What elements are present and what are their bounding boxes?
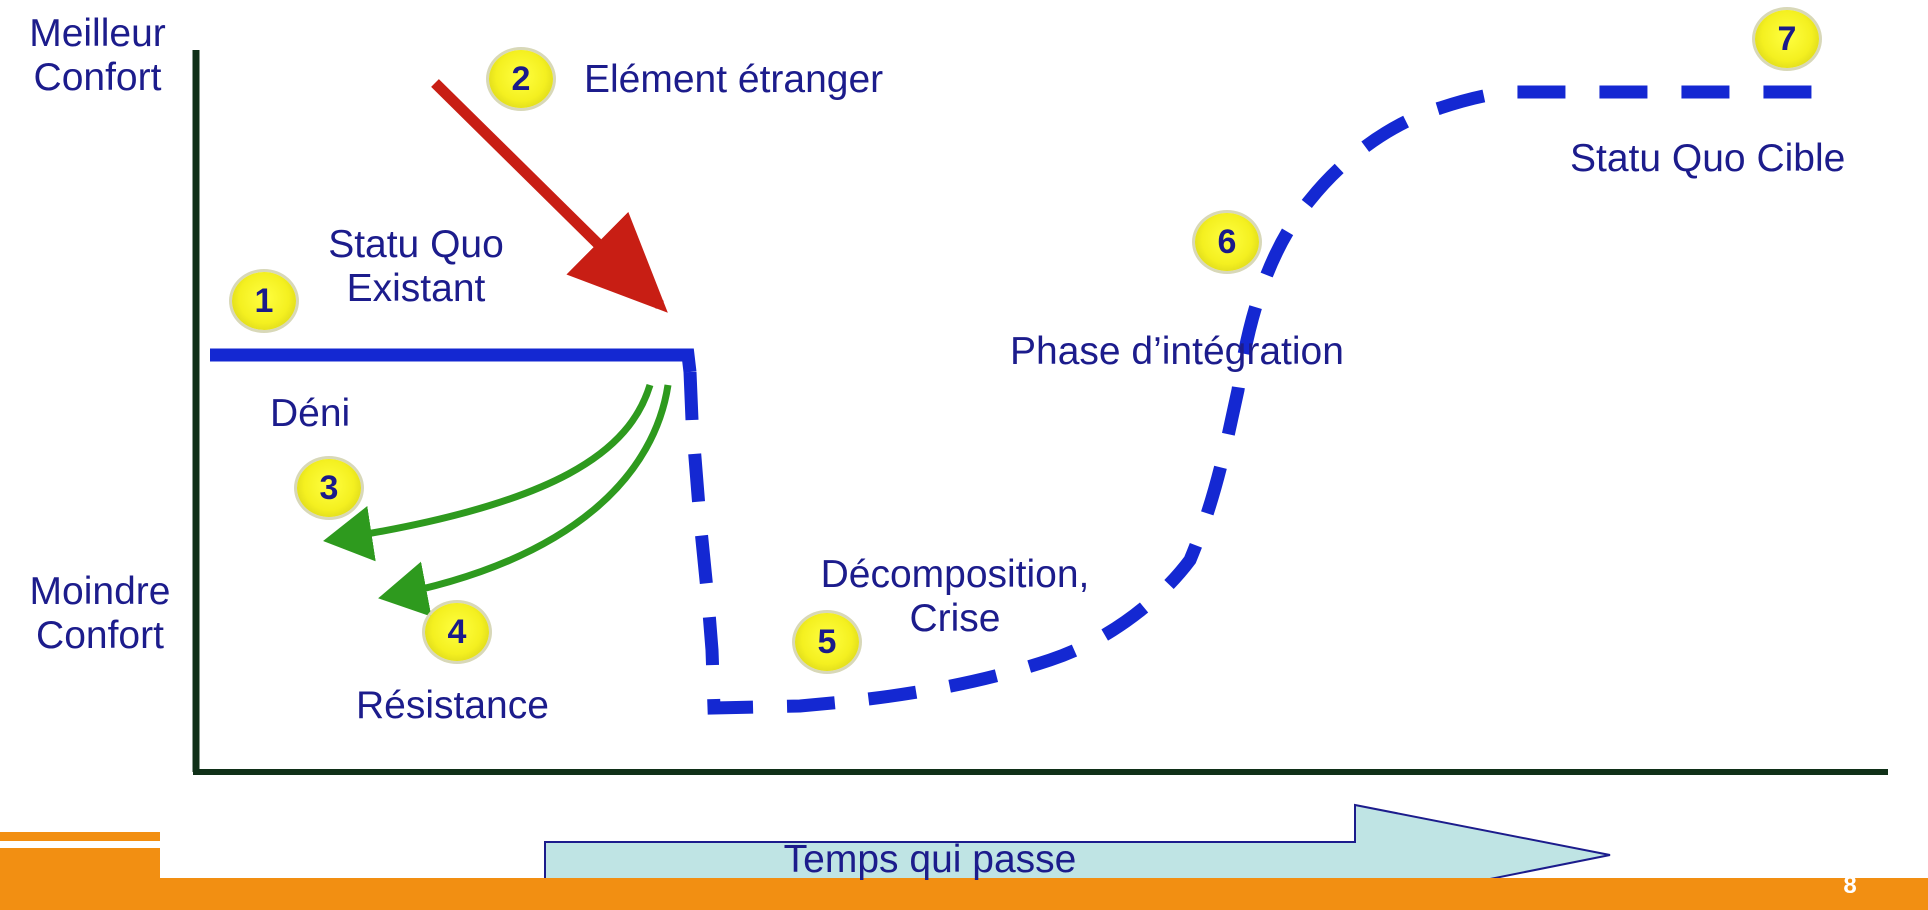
stage-2-label: Elément étranger [584,58,884,101]
foreign-element-arrow [431,79,668,313]
stage-6-label: Phase d’intégration [1010,330,1344,373]
stage-7-badge: 7 [1755,10,1819,68]
stage-6-badge: 6 [1195,213,1259,271]
stage-2-badge: 2 [489,50,553,108]
stage-7-label: Statu Quo Cible [1570,137,1846,180]
stage-1-badge: 1 [232,272,296,330]
stage-5-badge: 5 [795,613,859,671]
resistance-arrow [378,384,672,617]
stage-5-label: Décomposition,Crise [820,553,1090,640]
stage-4-label: Résistance [356,684,549,727]
stage-3-label: Déni [270,392,351,435]
stage-3-badge: 3 [297,459,361,517]
denial-arrow [323,383,654,562]
footer-block [0,848,160,910]
time-arrow-label: Temps qui passe [783,838,1077,881]
footer-bar [0,878,1928,910]
status-quo-existing-line [210,348,697,373]
page-number: 8 [1843,872,1857,899]
change-curve-dashed [683,85,1835,715]
footer-accent-line [0,832,160,841]
stage-4-badge: 4 [425,603,489,661]
